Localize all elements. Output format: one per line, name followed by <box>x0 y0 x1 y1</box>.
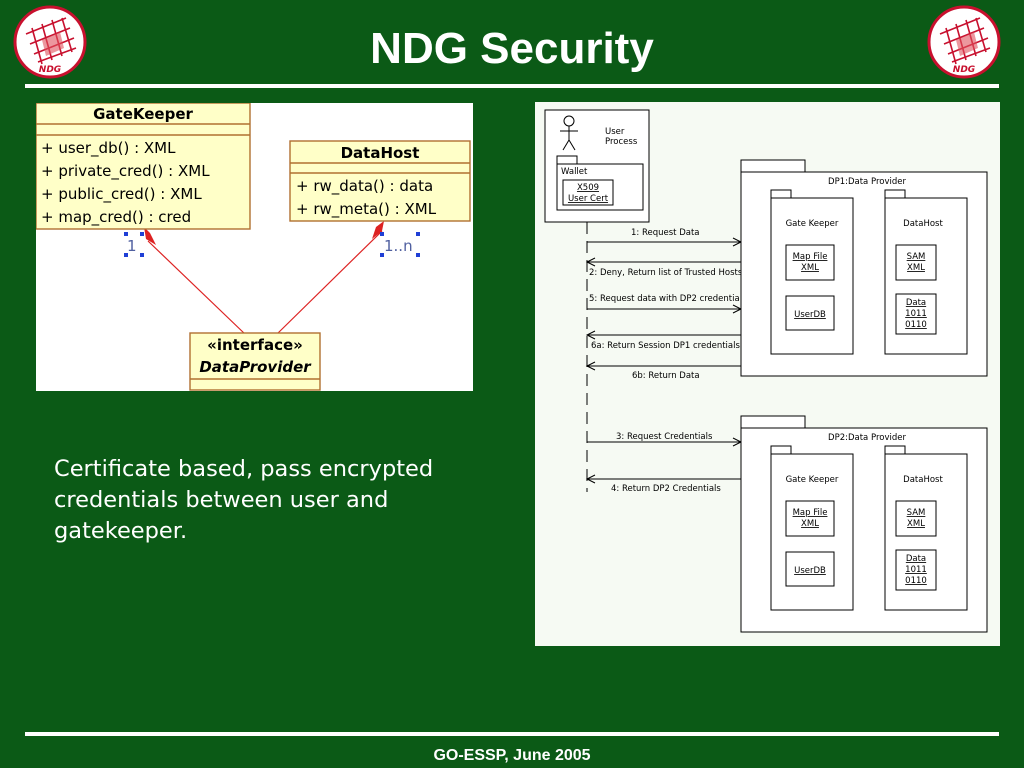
box-label: Data <box>906 298 926 308</box>
component-label: Gate Keeper <box>786 219 839 229</box>
selection-handles <box>124 232 420 257</box>
association-line <box>147 240 247 336</box>
class-name: DataHost <box>341 144 420 162</box>
cert-label: X509 <box>577 183 599 193</box>
logo-text: NDG <box>953 65 975 75</box>
message-label: 1: Request Data <box>631 228 700 238</box>
box-label: XML <box>907 519 925 529</box>
wallet-label: Wallet <box>561 167 588 177</box>
sequence-diagram: User Process Wallet X509 User Cert <box>535 102 1000 646</box>
box-label: 0110 <box>905 320 927 330</box>
slide-caption: Certificate based, pass encrypted creden… <box>54 456 434 544</box>
box-label: XML <box>907 263 925 273</box>
user-label: User <box>605 127 625 137</box>
data-box <box>895 293 937 335</box>
interface-name: DataProvider <box>199 358 312 376</box>
user-label: Process <box>605 137 638 147</box>
dataprovider-interface: «interface» DataProvider <box>189 332 321 391</box>
dp2-package: DP2:Data Provider Gate Keeper Map File X… <box>740 415 988 633</box>
userdb-box <box>785 551 835 587</box>
box-label: SAM <box>907 252 926 262</box>
class-method: + rw_data() : data <box>296 177 433 196</box>
composition-diamond-icon <box>144 227 156 245</box>
component-label: DataHost <box>903 219 943 229</box>
message-label: 4: Return DP2 Credentials <box>611 484 721 494</box>
message-label: 5: Request data with DP2 credentials <box>589 294 747 304</box>
footer-divider <box>25 732 999 736</box>
multiplicity-label: 1 <box>127 237 137 255</box>
ndg-logo-right: NDG <box>927 5 1001 79</box>
class-method: + user_db() : XML <box>41 139 176 158</box>
multiplicity-label: 1..n <box>384 237 413 255</box>
footer-text: GO-ESSP, June 2005 <box>433 747 591 764</box>
ndg-logo-left: NDG <box>13 5 87 79</box>
logo-text: NDG <box>39 65 61 75</box>
title-divider <box>25 84 999 88</box>
cert-label: User Cert <box>568 194 609 204</box>
datahost-class: DataHost + rw_data() : data + rw_meta() … <box>289 140 471 222</box>
message-label: 2: Deny, Return list of Trusted Hosts <box>589 268 743 278</box>
mapfile-box <box>785 244 835 281</box>
message-arrows <box>585 237 743 484</box>
dp1-package: DP1:Data Provider Gate Keeper Map File X… <box>740 159 988 377</box>
class-method: + public_cred() : XML <box>41 185 202 204</box>
class-name: GateKeeper <box>93 105 193 123</box>
component-label: DataHost <box>903 475 943 485</box>
cert-box <box>562 179 614 206</box>
gatekeeper-class: GateKeeper + user_db() : XML + private_c… <box>35 102 251 230</box>
box-label: XML <box>801 263 819 273</box>
message-label: 6a: Return Session DP1 credentials <box>591 341 740 351</box>
composition-diamond-icon <box>372 221 384 239</box>
box-label: XML <box>801 519 819 529</box>
class-method: + map_cred() : cred <box>41 208 191 227</box>
sam-box <box>895 244 937 281</box>
class-diagram: 1 1..n GateKeeper + user_db() : XML + pr… <box>35 102 473 391</box>
message-label: 6b: Return Data <box>632 371 700 381</box>
box-label: UserDB <box>794 310 826 320</box>
message-label: 3: Request Credentials <box>616 432 713 442</box>
page-title: NDG Security <box>370 24 654 73</box>
association-line <box>275 230 383 336</box>
package-title: DP2:Data Provider <box>828 433 906 443</box>
box-label: Map File <box>793 252 828 262</box>
box-label: 1011 <box>905 565 927 575</box>
user-process-box: User Process Wallet X509 User Cert <box>544 109 650 223</box>
box-label: 1011 <box>905 309 927 319</box>
box-label: Map File <box>793 508 828 518</box>
class-method: + private_cred() : XML <box>41 162 210 181</box>
box-label: 0110 <box>905 576 927 586</box>
package-title: DP1:Data Provider <box>828 177 906 187</box>
box-label: UserDB <box>794 566 826 576</box>
box-label: SAM <box>907 508 926 518</box>
interface-stereotype: «interface» <box>207 336 303 354</box>
data-box <box>895 549 937 591</box>
mapfile-box <box>785 500 835 537</box>
sam-box <box>895 500 937 537</box>
user-actor-icon <box>560 115 578 151</box>
userdb-box <box>785 295 835 331</box>
box-label: Data <box>906 554 926 564</box>
component-label: Gate Keeper <box>786 475 839 485</box>
class-method: + rw_meta() : XML <box>296 200 437 219</box>
